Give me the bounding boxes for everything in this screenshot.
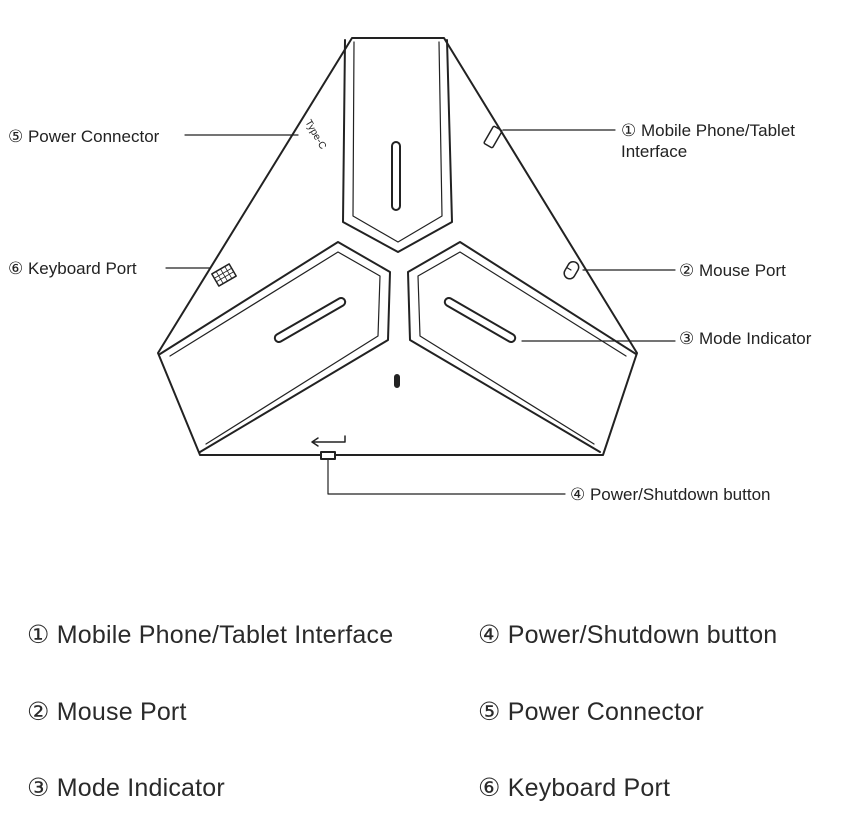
legend-item-keyboard: ⑥ Keyboard Port [478, 774, 671, 802]
legend-item-power-button: ④ Power/Shutdown button [478, 621, 778, 649]
right-fin-inner [417, 251, 627, 445]
callout-mobile-line1: ① Mobile Phone/Tablet [621, 121, 795, 140]
typec-label: Type-C [302, 118, 328, 151]
legend-item-power-connector: ⑤ Power Connector [478, 698, 704, 726]
callout-mouse: ② Mouse Port [679, 261, 786, 280]
center-led [394, 374, 400, 388]
device-outline [157, 37, 638, 456]
left-fin-inner [169, 251, 381, 445]
top-fin-inner [352, 41, 443, 243]
legend-item-mobile: ① Mobile Phone/Tablet Interface [27, 621, 394, 649]
power-return-icon [311, 435, 346, 447]
left-fin [159, 241, 391, 453]
phone-port-icon [483, 125, 503, 149]
legend-item-mouse: ② Mouse Port [27, 698, 187, 726]
top-slot [391, 141, 401, 211]
device-diagram: Type-C ⑤ Power Connector ① Mobile Phone/… [8, 37, 812, 504]
mode-indicator-slot [443, 297, 517, 343]
leader-power-button [327, 458, 566, 495]
right-fin [407, 241, 637, 453]
callout-mobile-line2: Interface [621, 142, 687, 161]
callout-power-button: ④ Power/Shutdown button [570, 485, 770, 504]
callout-keyboard: ⑥ Keyboard Port [8, 259, 137, 278]
callout-mode: ③ Mode Indicator [679, 329, 812, 348]
top-fin [342, 39, 453, 253]
left-slot [273, 297, 347, 343]
power-button [320, 451, 336, 460]
legend-item-mode: ③ Mode Indicator [27, 774, 225, 802]
callout-power-connector: ⑤ Power Connector [8, 127, 160, 146]
